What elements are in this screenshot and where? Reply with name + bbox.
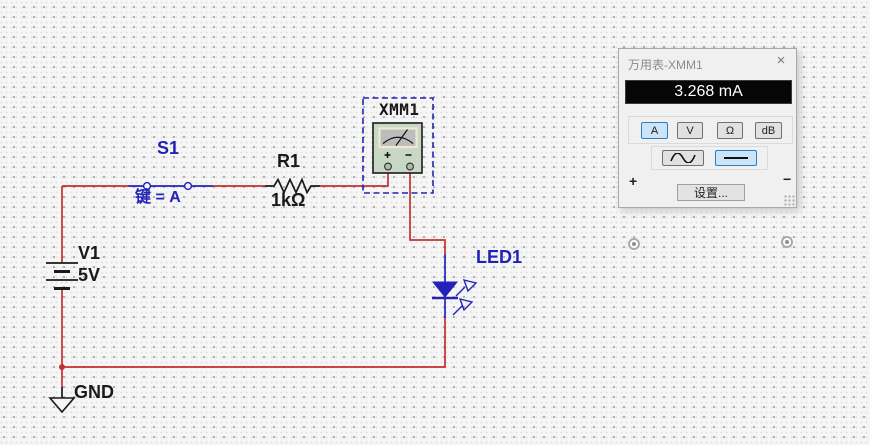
mode-button-ohm[interactable]: Ω — [717, 122, 743, 139]
wire-bottom[interactable] — [62, 318, 446, 368]
wire-xmm-led[interactable] — [409, 170, 446, 254]
panel-plus-terminal-icon — [628, 238, 640, 250]
dc-mode-button[interactable] — [715, 150, 757, 166]
wire-junction-dot — [59, 364, 65, 370]
multimeter-xmm1-symbol[interactable] — [362, 97, 434, 194]
r1-value-label: 1kΩ — [271, 190, 306, 210]
led-anode-triangle[interactable] — [431, 281, 459, 298]
sine-wave-icon — [670, 153, 696, 163]
xmm1-plus-terminal[interactable] — [384, 162, 393, 171]
wire-resistor-xmm[interactable] — [320, 170, 389, 187]
panel-minus-terminal-icon — [781, 236, 793, 248]
gauge-needle — [395, 129, 408, 146]
switch-pole-right[interactable] — [183, 181, 193, 191]
panel-title: 万用表-XMM1 — [628, 58, 703, 72]
led1-symbol[interactable] — [431, 254, 478, 318]
measurement-display: 3.268 mA — [625, 80, 792, 104]
xmm1-minus-terminal[interactable] — [406, 162, 415, 171]
resize-grip[interactable] — [784, 195, 795, 206]
resistor-r1-symbol[interactable] — [265, 177, 320, 195]
signal-button-group — [651, 146, 768, 170]
r1-ref-label: R1 — [277, 151, 301, 171]
battery-v1-symbol[interactable] — [46, 262, 78, 290]
gauge-arc — [382, 136, 414, 144]
mode-button-group — [628, 116, 793, 144]
close-icon[interactable]: × — [776, 52, 786, 69]
s1-key-label: 键 = A — [135, 189, 181, 206]
minus-terminal-label: − — [783, 171, 792, 187]
v1-value-label: 5V — [78, 265, 101, 285]
dc-line-icon — [724, 157, 748, 159]
xmm1-terminal-signs — [384, 152, 412, 158]
led-emission-arrows-icon — [452, 279, 478, 316]
mode-button-ampere[interactable]: A — [641, 122, 668, 139]
ac-mode-button[interactable] — [662, 150, 704, 166]
plus-terminal-label: + — [629, 173, 638, 189]
selection-dashed-box — [362, 97, 434, 194]
mode-button-db[interactable]: dB — [755, 122, 782, 139]
settings-button[interactable]: 设置... — [677, 184, 745, 201]
panel-titlebar[interactable]: 万用表-XMM1 × — [619, 49, 796, 75]
switch-s1-symbol[interactable] — [128, 181, 213, 191]
xmm1-ref-label: XMM1 — [379, 100, 420, 119]
led1-ref-label: LED1 — [476, 247, 523, 267]
multimeter-panel-window: 万用表-XMM1 × 3.268 mA A V Ω dB + − 设置... — [618, 48, 797, 250]
ground-symbol[interactable] — [48, 387, 76, 414]
gnd-ref-label: GND — [74, 382, 114, 402]
wires[interactable] — [61, 170, 446, 387]
mode-button-volt[interactable]: V — [677, 122, 703, 139]
v1-ref-label: V1 — [78, 243, 101, 263]
s1-ref-label: S1 — [157, 138, 180, 158]
switch-pole-left[interactable] — [142, 181, 152, 191]
